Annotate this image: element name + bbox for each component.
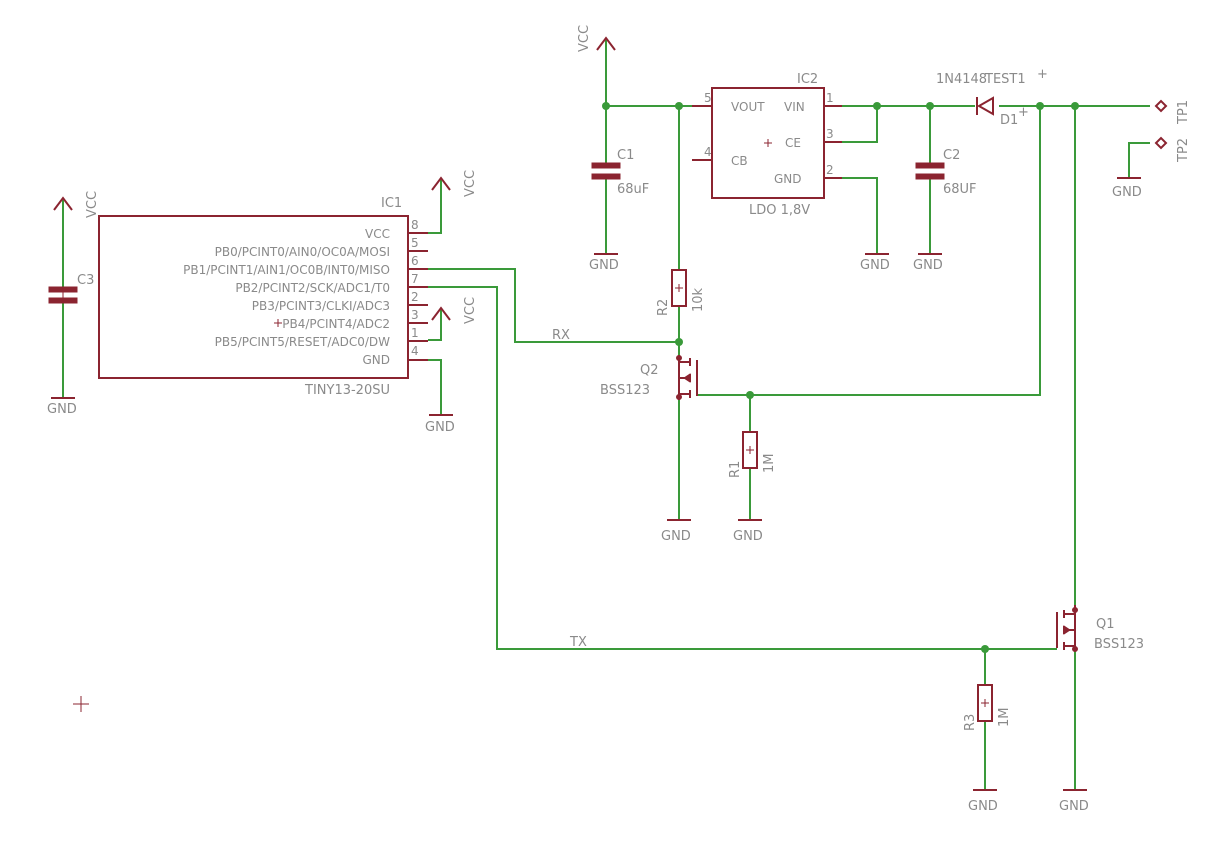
ic2-pinnum: 1 (826, 91, 834, 105)
gnd-symbol-q1: GND (1059, 789, 1089, 814)
test-plus: + (1037, 67, 1048, 82)
vcc-symbol-top: VCC (577, 25, 616, 52)
resistor-r3: R3 1M (963, 684, 1012, 731)
gnd-label: GND (425, 420, 455, 435)
c1-name: C1 (617, 148, 634, 163)
net-label-rx: RX (552, 328, 570, 343)
vcc-label: VCC (577, 25, 592, 52)
ic1-pinnum: 4 (411, 344, 419, 358)
diode-d1: 1N4148 TEST1 + D1 + (936, 67, 1048, 128)
c2-name: C2 (943, 148, 960, 163)
gnd-label: GND (661, 529, 691, 544)
capacitor-c3: C3 (48, 273, 94, 304)
ic1-chip: IC1 TINY13-20SU VCC PB0/PCINT0/AIN0/OC0A… (98, 196, 428, 398)
ic2-ldo: IC2 LDO 1,8V VOUT VIN CE CB GND 5 4 1 3 … (692, 72, 842, 218)
ic1-name: IC1 (381, 196, 402, 211)
testpoint-tp2: TP2 (1154, 136, 1191, 163)
ic2-pinnum: 5 (704, 91, 712, 105)
r3-value: 1M (997, 708, 1012, 728)
net-label-tx: TX (569, 635, 587, 650)
wires (62, 40, 1150, 790)
junctions (602, 102, 1079, 653)
ic1-pinnum: 8 (411, 218, 419, 232)
gnd-symbol-tp2: GND (1112, 177, 1142, 200)
ic2-pin-vout: VOUT (731, 100, 765, 114)
ic1-pin-gnd: GND (362, 353, 390, 367)
gnd-label: GND (589, 258, 619, 273)
vcc-symbol-pb5: VCC (431, 297, 478, 324)
ic1-pin-pb1: PB1/PCINT1/AIN1/OC0B/INT0/MISO (183, 263, 390, 277)
q2-value: BSS123 (600, 383, 650, 398)
gnd-label: GND (860, 258, 890, 273)
vcc-label: VCC (463, 297, 478, 324)
transistor-q2: Q2 BSS123 (600, 355, 698, 400)
r1-value: 1M (762, 454, 777, 474)
d1-value: 1N4148 (936, 72, 987, 87)
tp2-label: TP2 (1176, 138, 1191, 163)
ic1-value: TINY13-20SU (304, 383, 390, 398)
gnd-label: GND (968, 799, 998, 814)
r3-name: R3 (963, 714, 978, 731)
origin-crosshair-icon (73, 696, 89, 712)
r2-value: 10k (691, 287, 706, 312)
d1-name: D1 (1000, 113, 1018, 128)
resistor-r2: R2 10k (656, 269, 706, 316)
ic1-pin-pb0: PB0/PCINT0/AIN0/OC0A/MOSI (215, 245, 390, 259)
vcc-symbol-c3: VCC (53, 191, 100, 218)
ic1-pin-pb5: PB5/PCINT5/RESET/ADC0/DW (215, 335, 391, 349)
gnd-label: GND (47, 402, 77, 417)
capacitor-c2: C2 68UF (915, 148, 977, 197)
ic1-pinnum: 2 (411, 290, 419, 304)
gnd-symbol-r3: GND (968, 789, 998, 814)
gnd-label: GND (1112, 185, 1142, 200)
r2-name: R2 (656, 299, 671, 316)
capacitor-c1: C1 68uF (591, 148, 649, 197)
c1-value: 68uF (617, 182, 649, 197)
vcc-label: VCC (463, 170, 478, 197)
ic2-pin-vin: VIN (784, 100, 805, 114)
ic2-pinnum: 2 (826, 163, 834, 177)
c3-name: C3 (77, 273, 94, 288)
resistor-r1: R1 1M (728, 431, 777, 478)
transistor-q1: Q1 BSS123 (1056, 605, 1144, 652)
gnd-label: GND (913, 258, 943, 273)
vcc-symbol-ic1: VCC (431, 170, 478, 197)
ic1-pin-pb2: PB2/PCINT2/SCK/ADC1/T0 (235, 281, 390, 295)
ic1-pinnum: 6 (411, 254, 419, 268)
vcc-label: VCC (85, 191, 100, 218)
r1-name: R1 (728, 461, 743, 478)
q1-name: Q1 (1096, 617, 1115, 632)
gnd-label: GND (1059, 799, 1089, 814)
ic2-pinnum: 4 (704, 145, 712, 159)
gnd-symbol-r1: GND (733, 519, 763, 544)
ic1-pin-pb4: PB4/PCINT4/ADC2 (282, 317, 390, 331)
ic1-pinnum: 5 (411, 236, 419, 250)
tp1-label: TP1 (1176, 100, 1191, 125)
ic2-pin-ce: CE (785, 136, 801, 150)
gnd-symbol-c2: GND (913, 253, 943, 273)
gnd-symbol-c1: GND (589, 253, 619, 273)
ic2-pin-cb: CB (731, 154, 748, 168)
ic2-pinnum: 3 (826, 127, 834, 141)
c2-value: 68UF (943, 182, 977, 197)
ic1-pinnum: 1 (411, 326, 419, 340)
ic1-pinnum: 7 (411, 272, 419, 286)
gnd-symbol-q2: GND (661, 519, 691, 544)
gnd-symbol-c3: GND (47, 397, 77, 417)
gnd-symbol-ic2: GND (860, 253, 890, 273)
gnd-symbol-ic1: GND (425, 414, 455, 435)
ic2-name: IC2 (797, 72, 818, 87)
d1-plus: + (1018, 105, 1029, 120)
q1-value: BSS123 (1094, 637, 1144, 652)
q2-name: Q2 (640, 363, 659, 378)
testpoint-tp1: TP1 (1154, 99, 1191, 125)
gnd-label: GND (733, 529, 763, 544)
test-label: TEST1 (984, 72, 1026, 87)
ic1-pinnum: 3 (411, 308, 419, 322)
ic2-pin-gnd: GND (774, 172, 802, 186)
ic2-value: LDO 1,8V (749, 203, 810, 218)
ic1-pin-vcc: VCC (365, 227, 390, 241)
ic1-pin-pb3: PB3/PCINT3/CLKI/ADC3 (252, 299, 390, 313)
